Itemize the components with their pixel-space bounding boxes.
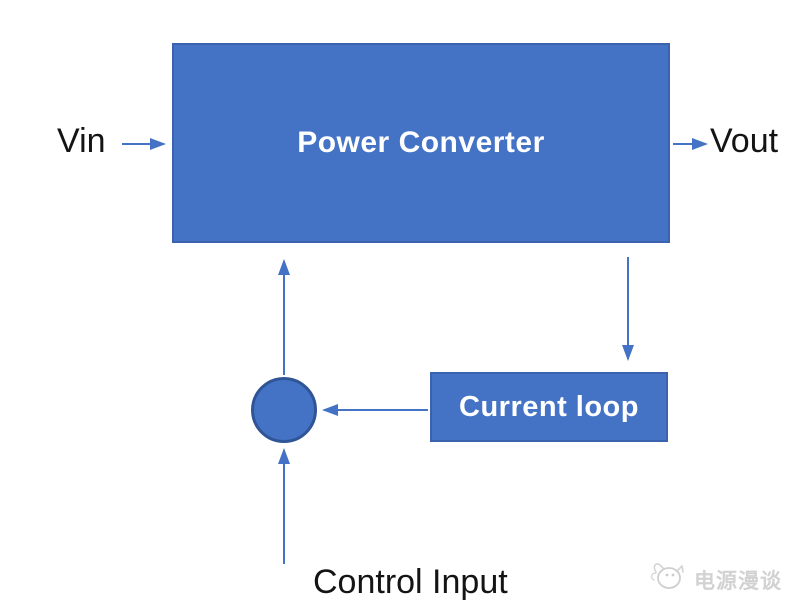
current-loop-label: Current loop	[459, 390, 639, 423]
vout-label: Vout	[710, 122, 779, 160]
current-loop-block: Current loop	[430, 372, 668, 442]
watermark-text: 电源漫谈	[694, 570, 782, 593]
control-input-label: Control Input	[313, 563, 508, 601]
summing-junction-circle	[251, 377, 317, 443]
vin-label: Vin	[57, 122, 106, 160]
watermark: 电源漫谈	[648, 560, 782, 600]
watermark-logo-icon	[648, 560, 688, 600]
power-converter-block: Power Converter	[172, 43, 670, 243]
power-converter-label: Power Converter	[297, 126, 545, 159]
